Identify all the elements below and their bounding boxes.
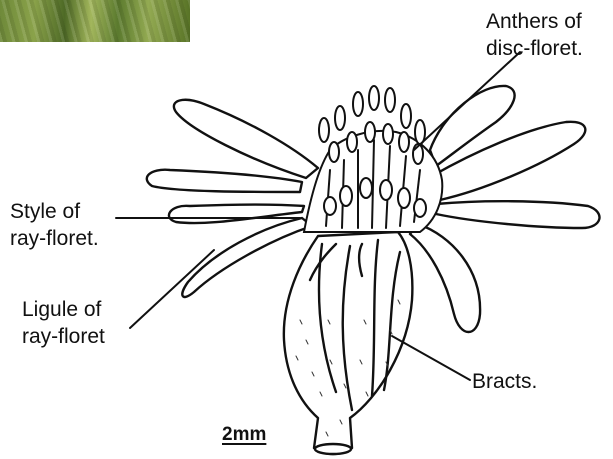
label-style-line2: ray-floret. bbox=[10, 225, 99, 252]
label-ligule-line2: ray-floret bbox=[22, 323, 105, 350]
leader-bracts bbox=[392, 336, 470, 380]
label-anthers-line1: Anthers of bbox=[486, 8, 583, 35]
label-style-line1: Style of bbox=[10, 198, 99, 225]
label-anthers-line2: disc-floret. bbox=[486, 35, 583, 62]
ray-ligule-right-mid bbox=[436, 201, 599, 228]
ray-ligule-left-lower bbox=[169, 205, 304, 224]
ray-ligule-left bbox=[147, 170, 302, 192]
label-bracts: Bracts. bbox=[472, 368, 537, 395]
label-anthers: Anthers of disc-floret. bbox=[486, 8, 583, 62]
scale-bar-label: 2mm bbox=[222, 424, 266, 446]
label-ligule: Ligule of ray-floret bbox=[22, 296, 105, 350]
leader-ligule bbox=[130, 250, 214, 328]
ray-ligule-upper-left bbox=[174, 100, 318, 178]
label-style: Style of ray-floret. bbox=[10, 198, 99, 252]
base-opening bbox=[315, 444, 351, 454]
label-ligule-line1: Ligule of bbox=[22, 296, 105, 323]
ray-ligule-right-lower bbox=[410, 224, 480, 332]
involucre bbox=[284, 232, 413, 454]
label-bracts-text: Bracts. bbox=[472, 368, 537, 395]
